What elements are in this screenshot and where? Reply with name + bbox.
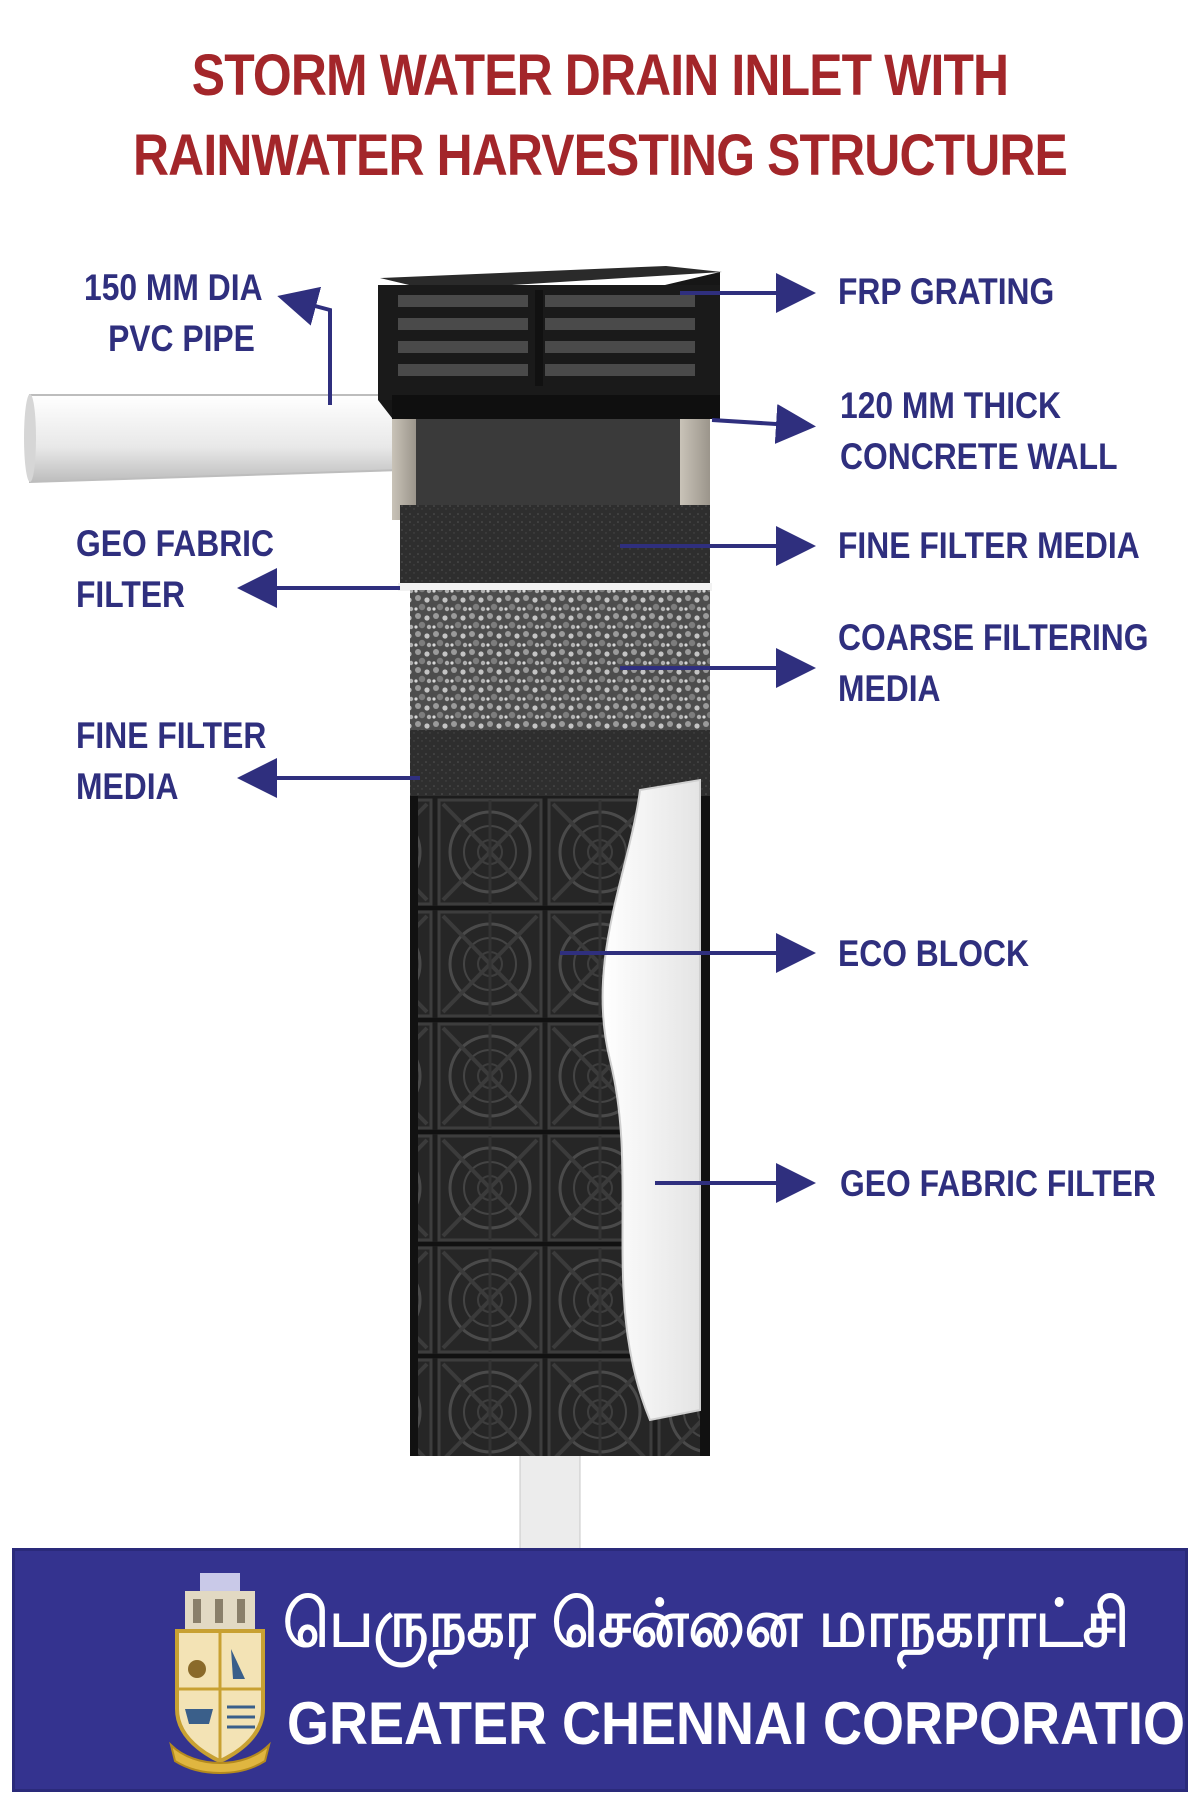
frp-grating-slots (398, 295, 695, 376)
coarse-filtering-media (410, 590, 710, 730)
label-frp-grating: FRP GRATING (838, 271, 1055, 312)
label-geo-fabric-left: GEO FABRIC FILTER (76, 523, 275, 615)
geo-fabric-filter-line (398, 583, 712, 591)
concrete-wall-left (392, 400, 416, 520)
concrete-wall-arrow (711, 404, 816, 444)
label-concrete-wall: 120 MM THICK CONCRETE WALL (840, 385, 1118, 477)
label-pvc-pipe: 150 MM DIA PVC PIPE (84, 267, 263, 359)
label-geo-fabric-right: GEO FABRIC FILTER (840, 1163, 1156, 1204)
geo-fabric-sheet (601, 778, 701, 1422)
title-line-1: STORM WATER DRAIN INLET WITH (191, 43, 1009, 108)
footer-tamil-name: பெருநகர சென்னை மாநகராட்சி (283, 1586, 1130, 1660)
corporation-emblem (169, 1573, 271, 1774)
label-coarse-filtering: COARSE FILTERING MEDIA (838, 617, 1149, 709)
footer-english-name: GREATER CHENNAI CORPORATION (287, 1690, 1200, 1757)
label-fine-filter-right: FINE FILTER MEDIA (838, 525, 1140, 566)
pvc-pipe-arrow (277, 286, 332, 405)
pvc-pipe (29, 394, 401, 484)
fine-filter-media-lower (410, 730, 710, 796)
label-fine-filter-left: FINE FILTER MEDIA (76, 715, 267, 807)
chamber-interior (416, 400, 680, 515)
label-eco-block: ECO BLOCK (838, 933, 1029, 974)
title-line-2: RAINWATER HARVESTING STRUCTURE (133, 123, 1068, 188)
footer-banner: பெருநகர சென்னை மாநகராட்சி GREATER CHENNA… (12, 1548, 1200, 1792)
concrete-wall-right (680, 400, 710, 515)
